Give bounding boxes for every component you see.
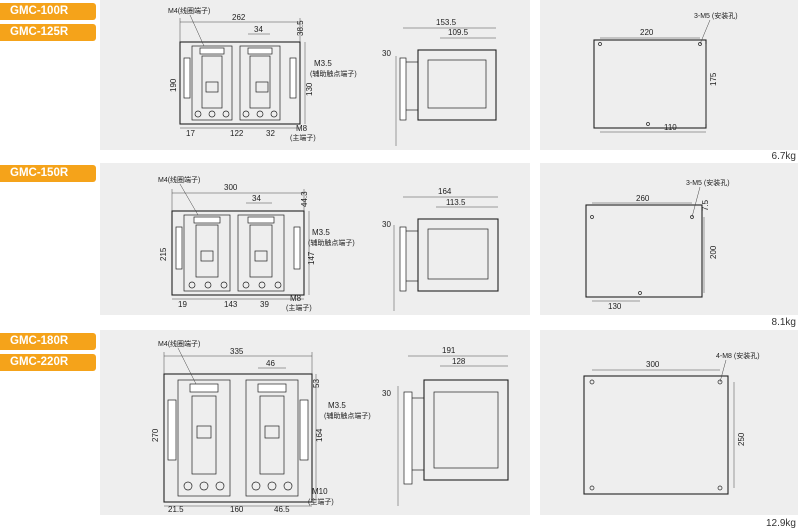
dim-bottom-mid: 143 (224, 300, 238, 309)
mounting-drawing: 260 7.5 200 130 3-M5 (安装孔) (585, 178, 730, 311)
dim-side-depth: 191 (442, 346, 456, 355)
mounting-drawing: 300 250 4-M8 (安装孔) (583, 351, 760, 495)
aux-screw-label: M3.5 (314, 59, 332, 68)
dim-inner-width: 46 (266, 359, 275, 368)
model-badge: GMC-180R (0, 333, 96, 350)
mounting-drawing-panel: 220 175 110 3-M5 (安装孔) (540, 0, 798, 150)
dim-side-depth: 153.5 (436, 18, 457, 27)
dim-right-height: 164 (315, 428, 324, 442)
contactor-body-side (417, 49, 497, 121)
dim-height: 190 (169, 78, 178, 92)
main-terminal-label: (主端子) (308, 497, 334, 506)
mounting-drawing-panel: 260 7.5 200 130 3-M5 (安装孔) (540, 163, 798, 315)
dim-side-depth: 164 (438, 187, 452, 196)
dim-rail: 30 (382, 389, 391, 398)
dim-top-offset: 44.3 (300, 191, 309, 207)
dim-bottom-mid: 160 (230, 505, 244, 514)
mounting-drawing-panel: 300 250 4-M8 (安装孔) (540, 330, 798, 515)
dim-rail: 30 (382, 49, 391, 58)
mounting-drawing: 220 175 110 3-M5 (安装孔) (593, 11, 738, 133)
mount-bottom: 130 (608, 302, 622, 311)
main-screw-label: M8 (290, 294, 302, 303)
mount-top-offset: 7.5 (701, 199, 710, 211)
mount-height: 250 (737, 432, 746, 446)
main-screw-label: M10 (312, 487, 328, 496)
mount-width: 260 (636, 194, 650, 203)
dim-width: 300 (224, 183, 238, 192)
main-terminal-label: (主端子) (286, 303, 312, 312)
dim-top-offset: 53 (312, 379, 321, 388)
weight-label: 8.1kg (771, 317, 796, 328)
main-terminal-label: (主端子) (290, 133, 316, 142)
contactor-body-side (417, 218, 499, 292)
dim-side-inner-depth: 113.5 (446, 198, 466, 207)
model-badge: GMC-150R (0, 165, 96, 182)
dim-bottom-mid: 122 (230, 129, 244, 138)
dimension-drawing: 262 34 38.5 190 130 17 122 32 M4(线圈端子) M… (168, 6, 497, 146)
mount-holes-label: 3-M5 (安装孔) (686, 178, 730, 187)
dim-width: 335 (230, 347, 244, 356)
mount-holes-label: 3-M5 (安装孔) (694, 11, 738, 20)
model-badge: GMC-100R (0, 3, 96, 20)
dim-right-height: 147 (307, 251, 316, 265)
dim-height: 215 (159, 247, 168, 261)
mounting-plate (585, 204, 703, 298)
contactor-body-front (171, 210, 305, 296)
dim-side-inner-depth: 109.5 (448, 28, 469, 37)
contactor-body-front (179, 41, 301, 125)
contactor-body-side (423, 379, 509, 481)
dim-rail: 30 (382, 220, 391, 229)
dimension-drawing: 335 46 53 270 164 21.5 160 46.5 M4(线圈端子)… (151, 339, 509, 514)
coil-terminal-label: M4(线圈端子) (168, 6, 210, 15)
mount-height: 175 (709, 72, 718, 86)
model-badge: GMC-125R (0, 24, 96, 41)
dim-height: 270 (151, 428, 160, 442)
mounting-plate (593, 39, 707, 129)
coil-terminal-label: M4(线圈端子) (158, 339, 200, 348)
dim-bottom-right: 46.5 (274, 505, 290, 514)
dim-bottom-right: 32 (266, 129, 275, 138)
mount-holes-label: 4-M8 (安装孔) (716, 351, 760, 360)
aux-screw-label: M3.5 (312, 228, 330, 237)
mount-bottom: 110 (664, 123, 677, 132)
dim-bottom-left: 21.5 (168, 505, 184, 514)
dimension-drawing: 300 34 44.3 215 147 19 143 39 M4(线圈端子) M… (158, 175, 499, 312)
aux-terminal-label: (辅助触点端子) (324, 411, 371, 420)
weight-label: 12.9kg (765, 518, 796, 529)
mount-height: 200 (709, 245, 718, 259)
mount-width: 220 (640, 28, 654, 37)
aux-screw-label: M3.5 (328, 401, 346, 410)
dim-side-inner-depth: 128 (452, 357, 466, 366)
dim-bottom-left: 19 (178, 300, 187, 309)
dim-top-offset: 38.5 (296, 20, 305, 36)
dim-bottom-right: 39 (260, 300, 269, 309)
mounting-plate (583, 375, 729, 495)
mount-width: 300 (646, 360, 660, 369)
model-badge: GMC-220R (0, 354, 96, 371)
front-side-drawing-panel: 300 34 44.3 215 147 19 143 39 M4(线圈端子) M… (100, 163, 530, 315)
dim-right-height: 130 (305, 82, 314, 96)
main-screw-label: M8 (296, 124, 308, 133)
dim-width: 262 (232, 13, 246, 22)
dim-bottom-left: 17 (186, 129, 195, 138)
contactor-body-front (163, 373, 313, 503)
aux-terminal-label: (辅助触点端子) (310, 69, 357, 78)
dim-inner-width: 34 (252, 194, 261, 203)
dim-inner-width: 34 (254, 25, 263, 34)
aux-terminal-label: (辅助触点端子) (308, 238, 355, 247)
front-side-drawing-panel: 262 34 38.5 190 130 17 122 32 M4(线圈端子) M… (100, 0, 530, 150)
front-side-drawing-panel: 335 46 53 270 164 21.5 160 46.5 M4(线圈端子)… (100, 330, 530, 515)
coil-terminal-label: M4(线圈端子) (158, 175, 200, 184)
weight-label: 6.7kg (771, 151, 796, 162)
